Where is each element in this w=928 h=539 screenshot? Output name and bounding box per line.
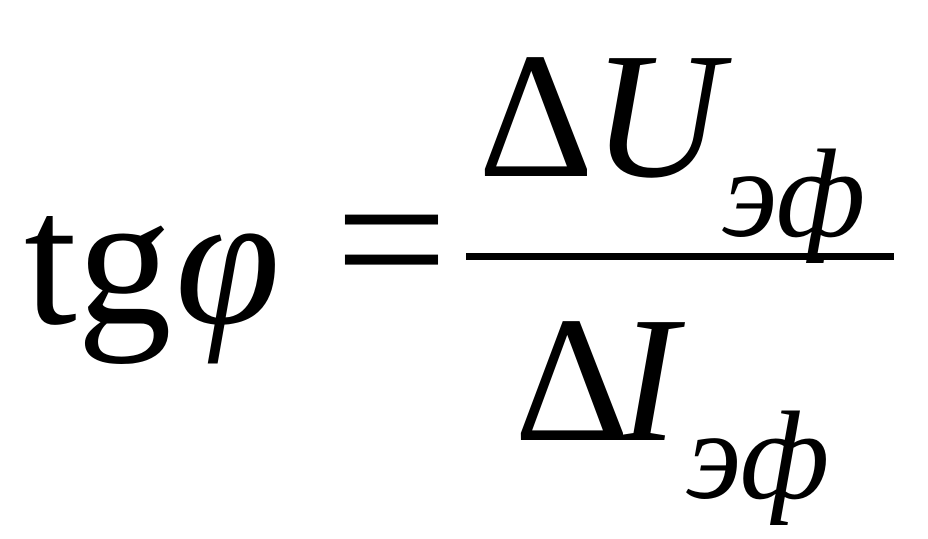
numerator-subscript: эф [722,125,866,264]
phi-variable: φ [175,155,281,365]
numerator-voltage-symbol: U [592,16,722,215]
denominator-subscript: эф [686,387,830,526]
tangent-function: tg [24,155,172,365]
fraction-bar [466,253,894,260]
equals-sign: = [335,129,448,350]
numerator-delta: Δ [478,16,594,215]
denominator-current-symbol: I [618,280,678,479]
denominator-delta: Δ [514,280,630,479]
